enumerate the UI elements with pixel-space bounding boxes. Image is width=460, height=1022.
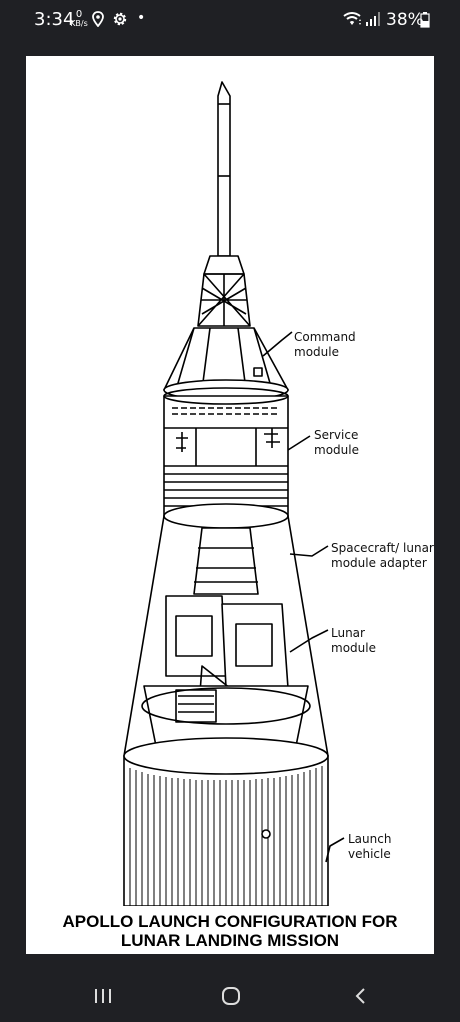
caption-line-2: LUNAR LANDING MISSION bbox=[120, 931, 340, 950]
data-rate: 0 KB/s bbox=[70, 10, 88, 28]
home-button[interactable] bbox=[216, 984, 246, 1008]
data-rate-value: 0 bbox=[75, 9, 83, 20]
label-launch-vehicle: Launch vehicle bbox=[348, 832, 392, 861]
location-icon bbox=[92, 11, 104, 27]
status-bar: 3:34 0 KB/s • 38% bbox=[0, 0, 460, 40]
home-icon bbox=[222, 987, 240, 1005]
cell-signal-icon bbox=[366, 12, 380, 26]
recent-apps-icon bbox=[95, 989, 111, 1003]
label-adapter: Spacecraft/ lunar module adapter bbox=[331, 541, 434, 570]
back-button[interactable] bbox=[346, 984, 376, 1008]
apollo-illustration bbox=[123, 81, 345, 906]
navigation-bar bbox=[0, 968, 460, 1022]
clock-time: 3:34 bbox=[34, 9, 75, 30]
back-icon bbox=[355, 988, 365, 1004]
settings-gear-icon bbox=[113, 12, 127, 26]
label-service-module: Service module bbox=[314, 428, 359, 457]
battery-percent: 38% bbox=[386, 10, 424, 30]
label-lunar-module: Lunar module bbox=[331, 626, 376, 655]
notification-dot-icon: • bbox=[137, 10, 146, 26]
caption-line-1: APOLLO LAUNCH CONFIGURATION FOR bbox=[62, 912, 398, 931]
label-command-module: Command module bbox=[294, 330, 356, 359]
figure-caption: APOLLO LAUNCH CONFIGURATION FOR LUNAR LA… bbox=[26, 912, 434, 950]
wifi-icon bbox=[343, 12, 361, 25]
image-viewer-frame[interactable]: Command module Service module Spacecraft… bbox=[26, 56, 434, 954]
data-rate-unit: KB/s bbox=[70, 19, 88, 28]
battery-icon bbox=[420, 12, 430, 28]
recent-apps-button[interactable] bbox=[88, 984, 118, 1008]
